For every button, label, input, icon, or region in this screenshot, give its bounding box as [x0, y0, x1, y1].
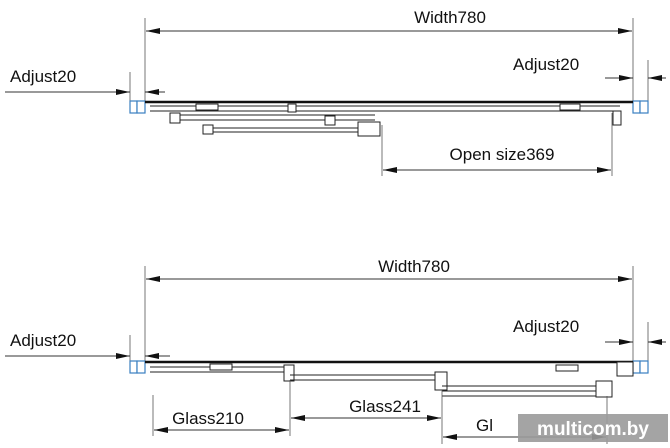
svg-text:multicom.by: multicom.by: [537, 419, 649, 440]
glass-210-label: Glass210: [172, 409, 244, 428]
width-label: Width780: [414, 8, 486, 27]
open-size-label: Open size369: [450, 145, 555, 164]
glass-3-label: Gl: [476, 416, 493, 435]
adjust-right-label: Adjust20: [513, 55, 579, 74]
top-view: Width780 Adjust20 Adjust20: [5, 8, 666, 176]
watermark: multicom.by: [518, 414, 668, 442]
width-label: Width780: [378, 257, 450, 276]
door-profile-bottom: [129, 360, 649, 398]
door-profile-top: [129, 100, 649, 137]
glass-241-label: Glass241: [349, 397, 421, 416]
adjust-right-label: Adjust20: [513, 317, 579, 336]
adjust-left-label: Adjust20: [10, 67, 76, 86]
adjust-left-label: Adjust20: [10, 331, 76, 350]
bottom-view: Width780 Adjust20 Adjust20: [5, 257, 666, 444]
